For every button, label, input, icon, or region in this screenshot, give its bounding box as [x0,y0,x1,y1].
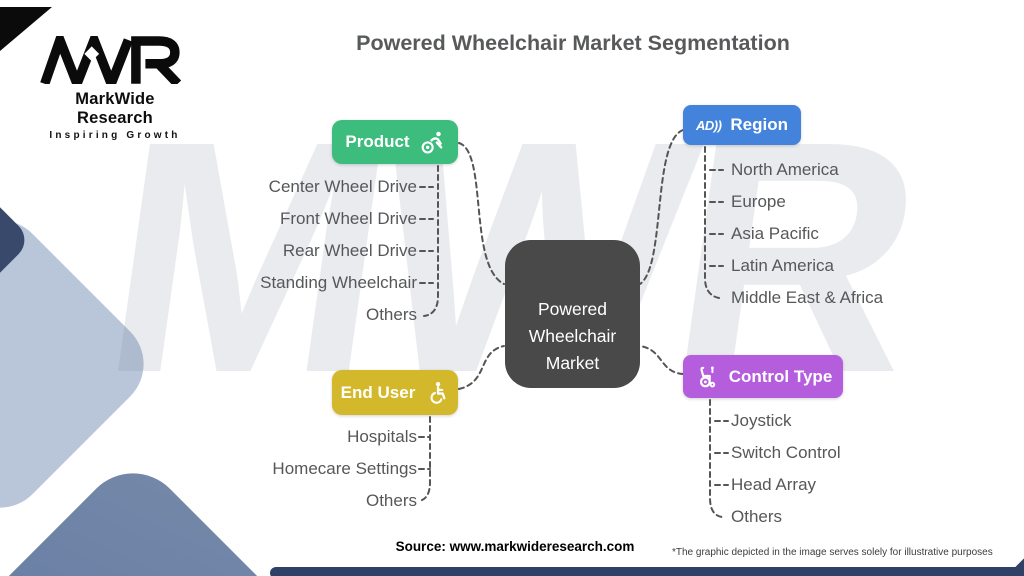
list-item-end-user: Hospitals [347,427,417,446]
branch-label-region: Region [730,115,789,134]
branch-box-product: Product [332,120,458,164]
page-title: Powered Wheelchair Market Segmentation [356,31,790,55]
list-item-product: Standing Wheelchair [260,273,417,292]
audio-description-icon: AD)) [695,117,722,133]
branch-box-end-user: End User [332,370,458,415]
list-item-region: Europe [731,192,786,211]
wheelchair-move-icon [421,131,443,154]
center-node: Powered Wheelchair Market [505,240,640,388]
branch-box-region: AD)) Region [683,105,801,145]
list-item-end-user: Homecare Settings [272,459,417,478]
list-item-region: Middle East & Africa [731,288,884,307]
branch-label-end-user: End User [340,382,416,402]
list-item-region: Latin America [731,256,834,275]
disclaimer-text: *The graphic depicted in the image serve… [672,547,993,558]
branch-label-control-type: Control Type [728,366,833,386]
list-item-end-user: Others [365,491,417,510]
branch-box-control-type: Control Type [683,355,843,398]
list-item-control-type: Switch Control [731,443,841,462]
accessible-icon [430,381,446,404]
list-item-control-type: Head Array [731,475,817,494]
logo-company-name: MarkWide Research [75,90,155,127]
list-item-region: North America [731,160,839,179]
powered-wheelchair-icon [699,365,715,387]
list-item-product: Front Wheel Drive [280,209,417,228]
list-item-product: Others [365,305,417,324]
list-item-region: Asia Pacific [731,224,819,243]
list-item-control-type: Joystick [731,411,792,430]
list-item-product: Center Wheel Drive [268,177,417,196]
list-item-product: Rear Wheel Drive [282,241,417,260]
mwr-logo-icon [40,26,182,97]
logo-tagline: Inspiring Growth [49,130,181,141]
markwide-logo: MarkWide Research Inspiring Growth [38,26,192,141]
branch-label-product: Product [345,132,410,151]
source-text: Source: www.markwideresearch.com [395,539,635,554]
list-item-control-type: Others [731,507,783,526]
bottom-bar-decoration [270,567,1024,576]
